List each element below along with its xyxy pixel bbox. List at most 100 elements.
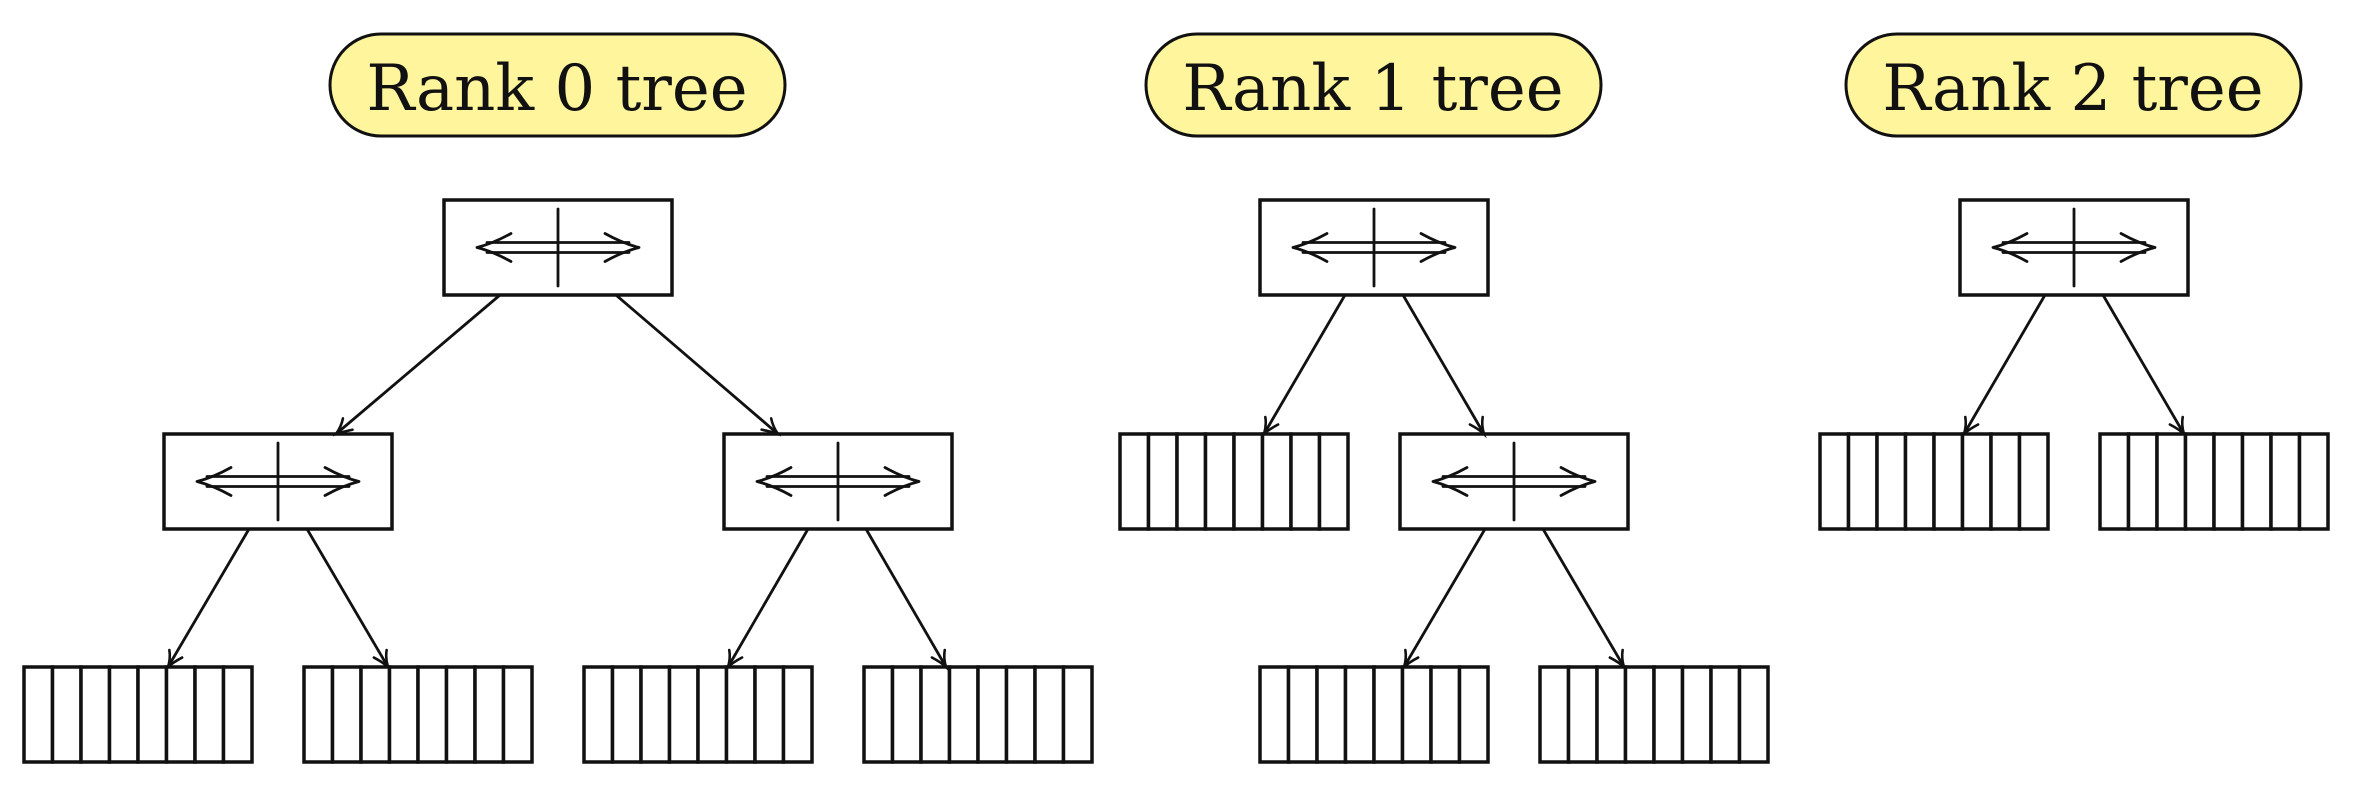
leaf-cell xyxy=(862,665,895,764)
leaf-cell xyxy=(1289,432,1322,531)
leaf-cell xyxy=(1680,665,1713,764)
leaf-cell xyxy=(1004,665,1037,764)
tree-edge xyxy=(615,293,782,437)
leaf-cell xyxy=(1203,432,1236,531)
tree-edge xyxy=(1401,528,1487,672)
rank-0-leaf-4 xyxy=(862,665,1094,764)
tree-edge xyxy=(864,528,949,672)
leaf-cell xyxy=(1623,665,1656,764)
rank-2-leaf-2 xyxy=(2098,432,2330,531)
leaf-cell xyxy=(724,665,757,764)
tree-edge xyxy=(1541,528,1627,672)
double-arrow-split-icon xyxy=(1431,441,1597,522)
arrowhead xyxy=(1608,648,1627,672)
tree-edge xyxy=(332,293,501,437)
leaf-cell xyxy=(1709,665,1742,764)
rank-1-label-pill xyxy=(1144,32,1603,138)
leaf-cell xyxy=(107,665,140,764)
leaf-cell xyxy=(2017,432,2050,531)
rank-1-internal-right xyxy=(1398,432,1630,531)
leaf-cell xyxy=(2098,432,2131,531)
trees-layer xyxy=(22,198,2330,764)
leaf-cell xyxy=(781,665,814,764)
tree-edge xyxy=(305,528,391,672)
leaf-cell xyxy=(696,665,729,764)
leaf-cell xyxy=(1846,432,1879,531)
rank-0-leaf-2 xyxy=(302,665,534,764)
leaf-cell xyxy=(473,665,506,764)
leaf-cell xyxy=(416,665,449,764)
rank-2-leaf-1 xyxy=(1818,432,2050,531)
leaf-cell xyxy=(1061,665,1094,764)
leaf-cell xyxy=(1175,432,1208,531)
rank-1-leaf-1 xyxy=(1118,432,1350,531)
rank-1-label-text: Rank 1 tree xyxy=(1182,52,1563,126)
leaf-cell xyxy=(1652,665,1685,764)
leaf-cell xyxy=(2212,432,2245,531)
leaf-cell xyxy=(444,665,477,764)
leaf-cell xyxy=(501,665,534,764)
arrowhead xyxy=(1961,415,1980,439)
leaf-cell xyxy=(1595,665,1628,764)
leaf-cell xyxy=(1400,665,1433,764)
leaf-cell xyxy=(1260,432,1293,531)
tree-edge xyxy=(1401,294,1487,439)
leaf-cell xyxy=(976,665,1009,764)
rank-2-label-text: Rank 2 tree xyxy=(1882,52,2263,126)
arrowhead xyxy=(1261,415,1280,439)
leaf-cell xyxy=(1932,432,1965,531)
leaf-cell xyxy=(1343,665,1376,764)
arrowhead xyxy=(725,648,744,672)
leaf-cell xyxy=(1818,432,1851,531)
arrowhead xyxy=(165,648,184,672)
leaf-cell xyxy=(639,665,672,764)
arrowhead xyxy=(930,648,949,672)
leaf-cell xyxy=(2269,432,2302,531)
leaf-cell xyxy=(1457,665,1490,764)
arrowhead xyxy=(332,417,354,437)
leaf-cell xyxy=(753,665,786,764)
leaf-cell xyxy=(1317,432,1350,531)
leaf-cell xyxy=(2126,432,2159,531)
double-arrow-split-icon xyxy=(1991,207,2157,288)
leaf-cell xyxy=(2297,432,2330,531)
leaf-cell xyxy=(50,665,83,764)
arrowhead xyxy=(1401,648,1420,672)
rank-1-leaf-2 xyxy=(1258,665,1490,764)
rank-0-internal-left xyxy=(162,432,394,531)
leaf-cell xyxy=(164,665,197,764)
leaf-cell xyxy=(890,665,923,764)
tree-edge xyxy=(1961,294,2047,439)
leaf-cell xyxy=(1737,665,1770,764)
leaf-cell xyxy=(22,665,55,764)
leaf-cell xyxy=(1903,432,1936,531)
leaf-cell xyxy=(1875,432,1908,531)
leaf-cell xyxy=(1258,665,1291,764)
leaf-cell xyxy=(1372,665,1405,764)
leaf-cell xyxy=(1033,665,1066,764)
leaf-cell xyxy=(1429,665,1462,764)
tree-edge xyxy=(2101,294,2187,439)
tree-edge xyxy=(725,528,810,672)
leaf-cell xyxy=(359,665,392,764)
leaf-cell xyxy=(1566,665,1599,764)
leaf-cell xyxy=(302,665,335,764)
rank-0-root xyxy=(442,198,674,297)
leaf-cell xyxy=(1232,432,1265,531)
leaf-cell xyxy=(1960,432,1993,531)
leaf-cell xyxy=(1286,665,1319,764)
arrowhead xyxy=(1468,415,1487,439)
leaf-cell xyxy=(136,665,169,764)
rank-1-leaf-3 xyxy=(1538,665,1770,764)
leaf-cell xyxy=(610,665,643,764)
rank-2-root xyxy=(1958,198,2190,297)
rank-0-leaf-1 xyxy=(22,665,254,764)
arrowhead xyxy=(760,417,782,437)
tree-edge xyxy=(1261,294,1347,439)
leaf-cell xyxy=(1538,665,1571,764)
leaf-cell xyxy=(1315,665,1348,764)
leaf-cell xyxy=(330,665,363,764)
leaf-cell xyxy=(387,665,420,764)
rank-0-label-text: Rank 0 tree xyxy=(366,52,747,126)
